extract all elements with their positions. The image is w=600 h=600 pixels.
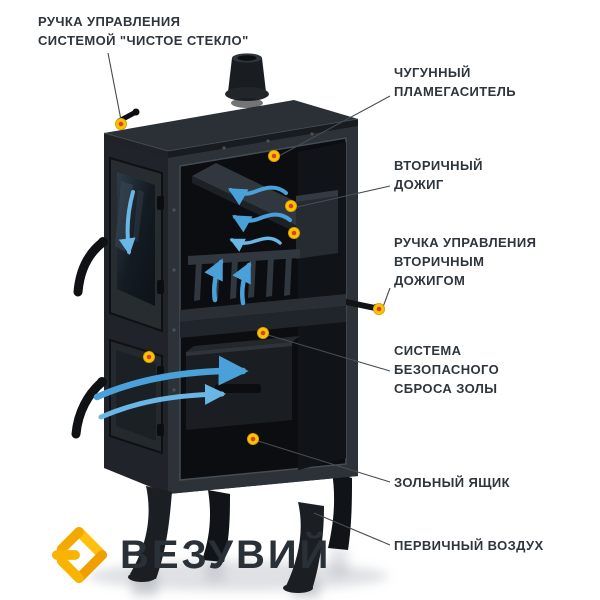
- leader-ash-box: [257, 440, 391, 483]
- top-plate: [103, 98, 359, 160]
- marker-secondary-handle: [372, 302, 385, 315]
- chimney: [225, 53, 269, 101]
- leader-primary-air: [313, 512, 391, 546]
- secondary-air-manifold: [296, 190, 338, 259]
- ash-drawer: [186, 336, 300, 430]
- brand-name: ВЕЗУВИЙ: [120, 533, 332, 577]
- upper-door: [73, 156, 164, 333]
- label-line: ДОЖИГОМ: [394, 273, 466, 288]
- label-line: СИСТЕМОЙ "ЧИСТОЕ СТЕКЛО": [38, 33, 249, 48]
- label-clean-glass-system-handle: РУЧКА УПРАВЛЕНИЯ СИСТЕМОЙ "ЧИСТОЕ СТЕКЛО": [38, 12, 249, 50]
- marker-flame-arrester: [267, 149, 280, 162]
- label-line: ПЕРВИЧНЫЙ ВОЗДУХ: [394, 538, 544, 553]
- lower-door: [71, 338, 164, 455]
- label-line: СИСТЕМА: [394, 343, 462, 358]
- label-line: ВТОРИЧНЫЙ: [394, 158, 483, 173]
- brand-logo-icon: [51, 526, 108, 584]
- label-secondary-afterburn: ВТОРИЧНЫЙ ДОЖИГ: [394, 156, 483, 194]
- stove-front-legs: [128, 486, 324, 593]
- door-hinge-bottom: [157, 280, 164, 294]
- label-cast-iron-flame-arrester: ЧУГУННЫЙ ПЛАМЕГАСИТЕЛЬ: [394, 63, 516, 101]
- door-hinge-top: [157, 196, 164, 210]
- leader-clean-glass-system-handle: [107, 52, 122, 121]
- leader-secondary-afterburn-handle: [382, 287, 391, 308]
- label-line: СБРОСА ЗОЛЫ: [394, 381, 498, 396]
- label-line: РУЧКА УПРАВЛЕНИЯ: [38, 14, 181, 29]
- leader-secondary-afterburn: [296, 185, 391, 208]
- label-line: ЧУГУННЫЙ: [394, 65, 471, 80]
- leader-cast-iron-flame-arrester: [276, 95, 391, 158]
- label-line: РУЧКА УПРАВЛЕНИЯ: [394, 235, 537, 250]
- marker-ash-box: [246, 432, 259, 445]
- label-line: БЕЗОПАСНОГО: [394, 362, 500, 377]
- mid-shelf: [180, 294, 346, 338]
- airflow-arrows: [93, 185, 292, 420]
- leader-safe-ash-discharge-system: [267, 334, 391, 372]
- marker-ash-discharge: [256, 326, 269, 339]
- label-line: ДОЖИГ: [394, 177, 444, 192]
- label-ash-box: ЗОЛЬНЫЙ ЯЩИК: [394, 473, 510, 492]
- label-primary-air: ПЕРВИЧНЫЙ ВОЗДУХ: [394, 536, 544, 555]
- stove-body: [71, 53, 382, 593]
- brand-block: ВЕЗУВИЙ: [50, 526, 331, 584]
- marker-secondary-air-upper: [284, 199, 297, 212]
- marker-secondary-air-lower: [287, 226, 300, 239]
- label-line: ЗОЛЬНЫЙ ЯЩИК: [394, 475, 510, 490]
- label-safe-ash-discharge-system: СИСТЕМА БЕЗОПАСНОГО СБРОСА ЗОЛЫ: [394, 341, 499, 398]
- label-line: ПЛАМЕГАСИТЕЛЬ: [394, 84, 516, 99]
- marker-clean-glass-handle: [115, 118, 128, 131]
- marker-lower-door: [142, 350, 155, 363]
- label-line: ВТОРИЧНЫМ: [394, 254, 485, 269]
- label-secondary-afterburn-handle: РУЧКА УПРАВЛЕНИЯ ВТОРИЧНЫМ ДОЖИГОМ: [394, 233, 536, 290]
- stove-back-legs: [202, 472, 352, 562]
